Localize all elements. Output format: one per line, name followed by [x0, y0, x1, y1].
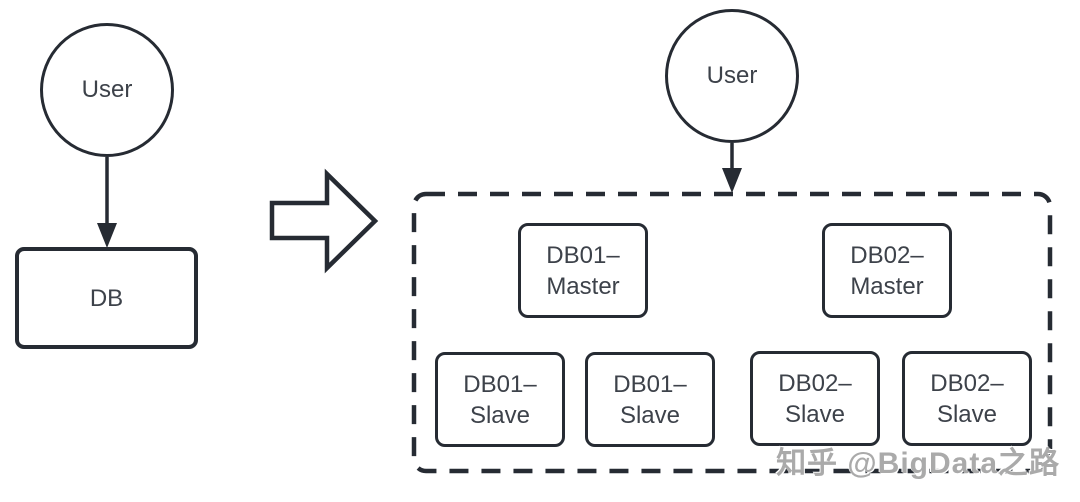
db02-master-line1: DB02– [850, 241, 924, 269]
user-node-after: User [665, 9, 799, 143]
db02-slave1-line1: DB02– [778, 369, 852, 397]
db01-slave1-line1: DB01– [463, 370, 537, 398]
transform-right-block-arrow-icon [269, 168, 379, 274]
db02-slave2-line2: Slave [936, 400, 998, 428]
db01-master-node: DB01– Master [518, 223, 648, 318]
user-label-after: User [706, 62, 758, 89]
db02-master-line2: Master [850, 272, 924, 300]
db01-slave-node-1: DB01– Slave [435, 352, 565, 447]
db-label-before: DB [89, 284, 124, 312]
db02-slave1-line2: Slave [784, 400, 846, 428]
cluster-dashed-border [411, 191, 1053, 474]
arrow-user-to-db-left [97, 157, 117, 248]
db02-slave2-line1: DB02– [930, 369, 1004, 397]
db01-slave-node-2: DB01– Slave [585, 352, 715, 447]
db01-slave2-line1: DB01– [613, 370, 687, 398]
user-label-before: User [81, 76, 133, 103]
db01-slave1-line2: Slave [469, 401, 531, 429]
db02-slave-node-1: DB02– Slave [750, 351, 880, 446]
db01-slave2-line2: Slave [619, 401, 681, 429]
db02-slave-node-2: DB02– Slave [902, 351, 1032, 446]
db01-master-line2: Master [546, 272, 620, 300]
user-node-before: User [40, 23, 174, 157]
db01-master-line1: DB01– [546, 241, 620, 269]
arrow-user-to-cluster-right [722, 143, 742, 193]
db-node-before: DB [15, 247, 198, 349]
db02-master-node: DB02– Master [822, 223, 952, 318]
